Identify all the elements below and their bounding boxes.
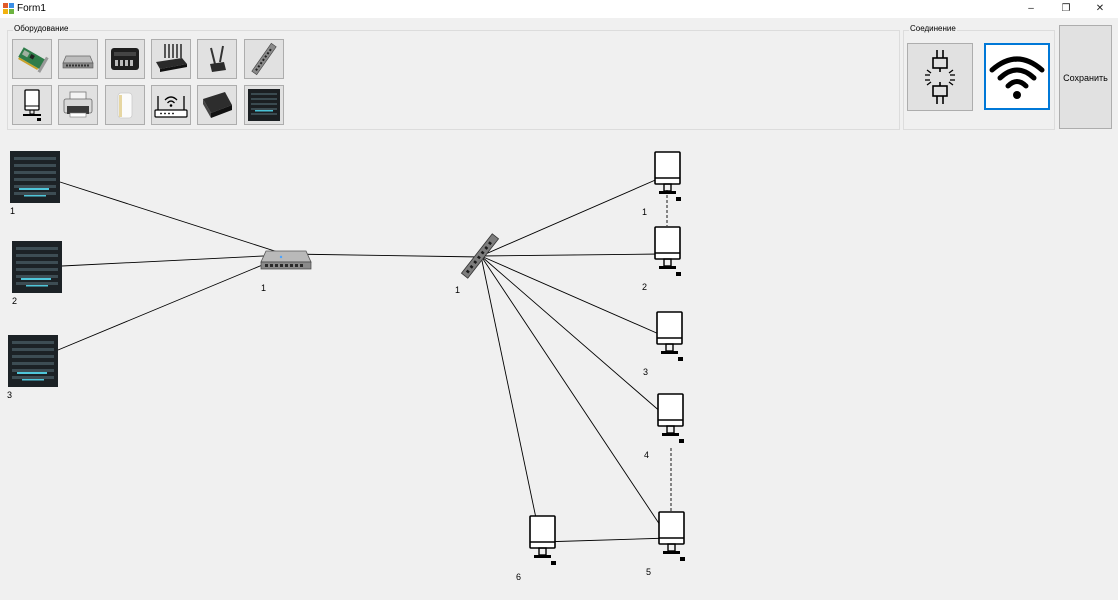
network-card-button[interactable] <box>12 39 52 79</box>
switch-node[interactable] <box>260 250 312 270</box>
hub-label: 1 <box>455 285 461 295</box>
window-title: Form1 <box>17 3 46 14</box>
wired-connection-button[interactable] <box>907 43 973 111</box>
app-icon <box>3 3 14 14</box>
access-point-icon <box>210 45 226 72</box>
computer-node[interactable] <box>654 226 682 277</box>
server-label: 3 <box>7 390 13 400</box>
computer-label: 4 <box>644 450 650 460</box>
computer-label: 6 <box>516 572 522 582</box>
workstation-icon <box>23 89 41 121</box>
network-card-icon <box>18 47 49 73</box>
patch-panel-button[interactable] <box>244 39 284 79</box>
computer-label: 2 <box>642 282 648 292</box>
repeater-button[interactable] <box>105 85 145 125</box>
router-button[interactable] <box>105 39 145 79</box>
wifi-router-button[interactable] <box>151 85 191 125</box>
computer-node[interactable] <box>529 515 557 566</box>
equipment-group-label: Оборудование <box>13 24 70 33</box>
title-bar: Form1 – ❐ ✕ <box>0 0 1118 18</box>
wifi-router-icon <box>154 96 188 118</box>
wireless-connection-button[interactable] <box>984 43 1050 110</box>
server-node[interactable] <box>10 151 60 203</box>
server-label: 1 <box>10 206 16 216</box>
restore-button[interactable]: ❐ <box>1061 3 1071 14</box>
connection-group-label: Соединение <box>909 24 957 33</box>
close-button[interactable]: ✕ <box>1095 3 1105 14</box>
wired-links <box>57 177 671 543</box>
blade-server-icon <box>156 44 187 72</box>
minimize-button[interactable]: – <box>1028 3 1034 14</box>
switch-icon <box>62 55 94 69</box>
server-label: 2 <box>12 296 18 306</box>
switch-label: 1 <box>261 283 267 293</box>
computer-label: 3 <box>643 367 649 377</box>
server-rack-button[interactable] <box>244 85 284 125</box>
server-node[interactable] <box>8 335 58 387</box>
scanner-button[interactable] <box>197 85 237 125</box>
computer-node[interactable] <box>654 151 682 202</box>
scanner-icon <box>203 92 232 118</box>
wireless-links <box>666 190 672 512</box>
server-rack-icon <box>248 89 280 121</box>
wifi-icon <box>989 56 1045 99</box>
computer-node[interactable] <box>656 311 684 362</box>
patch-panel-node[interactable] <box>460 233 500 279</box>
computer-node[interactable] <box>657 393 685 444</box>
cable-plug-icon <box>925 50 955 104</box>
blade-server-button[interactable] <box>151 39 191 79</box>
connection-group: Соединение <box>903 24 1055 130</box>
patch-panel-icon <box>251 42 277 76</box>
network-diagram-canvas[interactable] <box>0 135 1118 600</box>
server-node[interactable] <box>12 241 62 293</box>
workstation-button[interactable] <box>12 85 52 125</box>
switch-button[interactable] <box>58 39 98 79</box>
repeater-icon <box>117 92 133 119</box>
access-point-button[interactable] <box>197 39 237 79</box>
computer-node[interactable] <box>658 511 686 562</box>
printer-icon <box>63 91 93 118</box>
computer-label: 5 <box>646 567 652 577</box>
printer-button[interactable] <box>58 85 98 125</box>
computer-label: 1 <box>642 207 648 217</box>
router-icon <box>111 48 139 70</box>
save-button[interactable]: Сохранить <box>1059 25 1112 129</box>
equipment-group: Оборудование <box>7 24 900 130</box>
